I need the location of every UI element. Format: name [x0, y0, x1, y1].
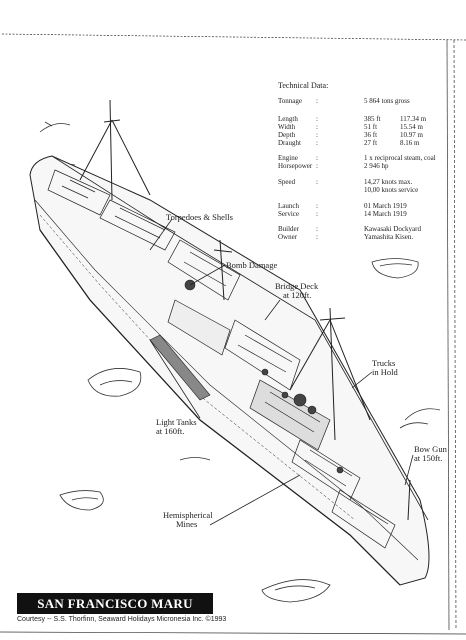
label-bow-gun-depth: at 150ft.: [414, 453, 442, 463]
tech-sep: :: [316, 233, 318, 241]
tech-sep: :: [316, 131, 318, 139]
tech-label: Depth: [278, 131, 296, 139]
tech-sep: :: [316, 97, 318, 105]
tech-label: Owner: [278, 233, 298, 241]
label-bridge-depth: at 120ft.: [283, 290, 311, 300]
tech-v1: Yamashita Kisen.: [364, 233, 414, 241]
leader-lines: [149, 218, 414, 526]
page-border: [0, 33, 466, 635]
tech-label: Engine: [278, 154, 298, 162]
tech-label: Horsepower: [278, 162, 313, 170]
tech-v2: 8.16 m: [400, 139, 420, 147]
label-tanks-depth: at 160ft.: [156, 426, 184, 436]
deck-structures: [47, 169, 396, 549]
label-trucks: Trucks: [372, 358, 395, 368]
label-trucks-hold: in Hold: [372, 367, 398, 377]
tech-label: Builder: [278, 225, 299, 233]
courtesy-credit: Courtesy -- S.S. Thorfinn, Seaward Holid…: [17, 616, 227, 623]
tech-v1: 385 ft: [364, 115, 381, 123]
label-bomb-damage: Bomb Damage: [226, 260, 277, 270]
tech-sep: :: [316, 154, 318, 162]
tech-sep: :: [316, 210, 318, 218]
tech-v1: 51 ft: [364, 123, 378, 131]
annotation-labels: Torpedoes & Shells Bomb Damage Bridge De…: [156, 212, 448, 529]
tech-label: Tonnage: [278, 97, 303, 105]
masts: [79, 99, 411, 521]
label-torpedoes: Torpedoes & Shells: [166, 212, 233, 222]
tech-sep: :: [316, 178, 318, 186]
ship-name-banner: SAN FRANCISCO MARU: [17, 593, 213, 614]
tech-v2: 15.54 m: [400, 123, 423, 131]
tech-label: Width: [278, 123, 296, 131]
tech-sep: :: [316, 162, 318, 170]
tech-v1: 14 March 1919: [364, 210, 407, 218]
technical-data-panel: Technical Data: Tonnage: 5 864 tons gross…: [278, 82, 448, 252]
tech-v2: 10.97 m: [400, 131, 423, 139]
tech-v1: 10,00 knots service: [364, 186, 419, 194]
tech-v1: 01 March 1919: [364, 202, 407, 210]
ship-hull: [29, 155, 430, 586]
label-mines: Hemispherical: [163, 510, 213, 520]
wreck-debris: [149, 279, 344, 474]
tech-label: Draught: [278, 139, 301, 147]
tech-sep: :: [316, 115, 318, 123]
tech-label: Launch: [278, 202, 299, 210]
tech-v1: 27 ft: [364, 139, 378, 147]
tech-v1: 5 864 tons gross: [364, 97, 410, 105]
label-light-tanks: Light Tanks: [156, 417, 197, 427]
tech-v1: 14,27 knots max.: [364, 178, 413, 186]
label-bow-gun: Bow Gun: [414, 444, 448, 454]
label-bridge-deck: Bridge Deck: [275, 281, 319, 291]
tech-v2: 117.34 m: [400, 115, 427, 123]
water-marks: [39, 121, 441, 603]
tech-sep: :: [316, 202, 318, 210]
tech-label: Service: [278, 210, 299, 218]
tech-sep: :: [316, 139, 318, 147]
tech-label: Speed: [278, 178, 296, 186]
tech-sep: :: [316, 225, 318, 233]
technical-data-title: Technical Data:: [278, 81, 329, 90]
tech-v1: 36 ft: [364, 131, 378, 139]
tech-v1: 1 x reciprocal steam, coal: [364, 154, 436, 162]
tech-sep: :: [316, 123, 318, 131]
tech-v1: Kawasaki Dockyard: [364, 225, 421, 233]
label-mines-2: Mines: [176, 519, 197, 529]
tech-v1: 2 946 hp: [364, 162, 389, 170]
tech-label: Length: [278, 115, 298, 123]
